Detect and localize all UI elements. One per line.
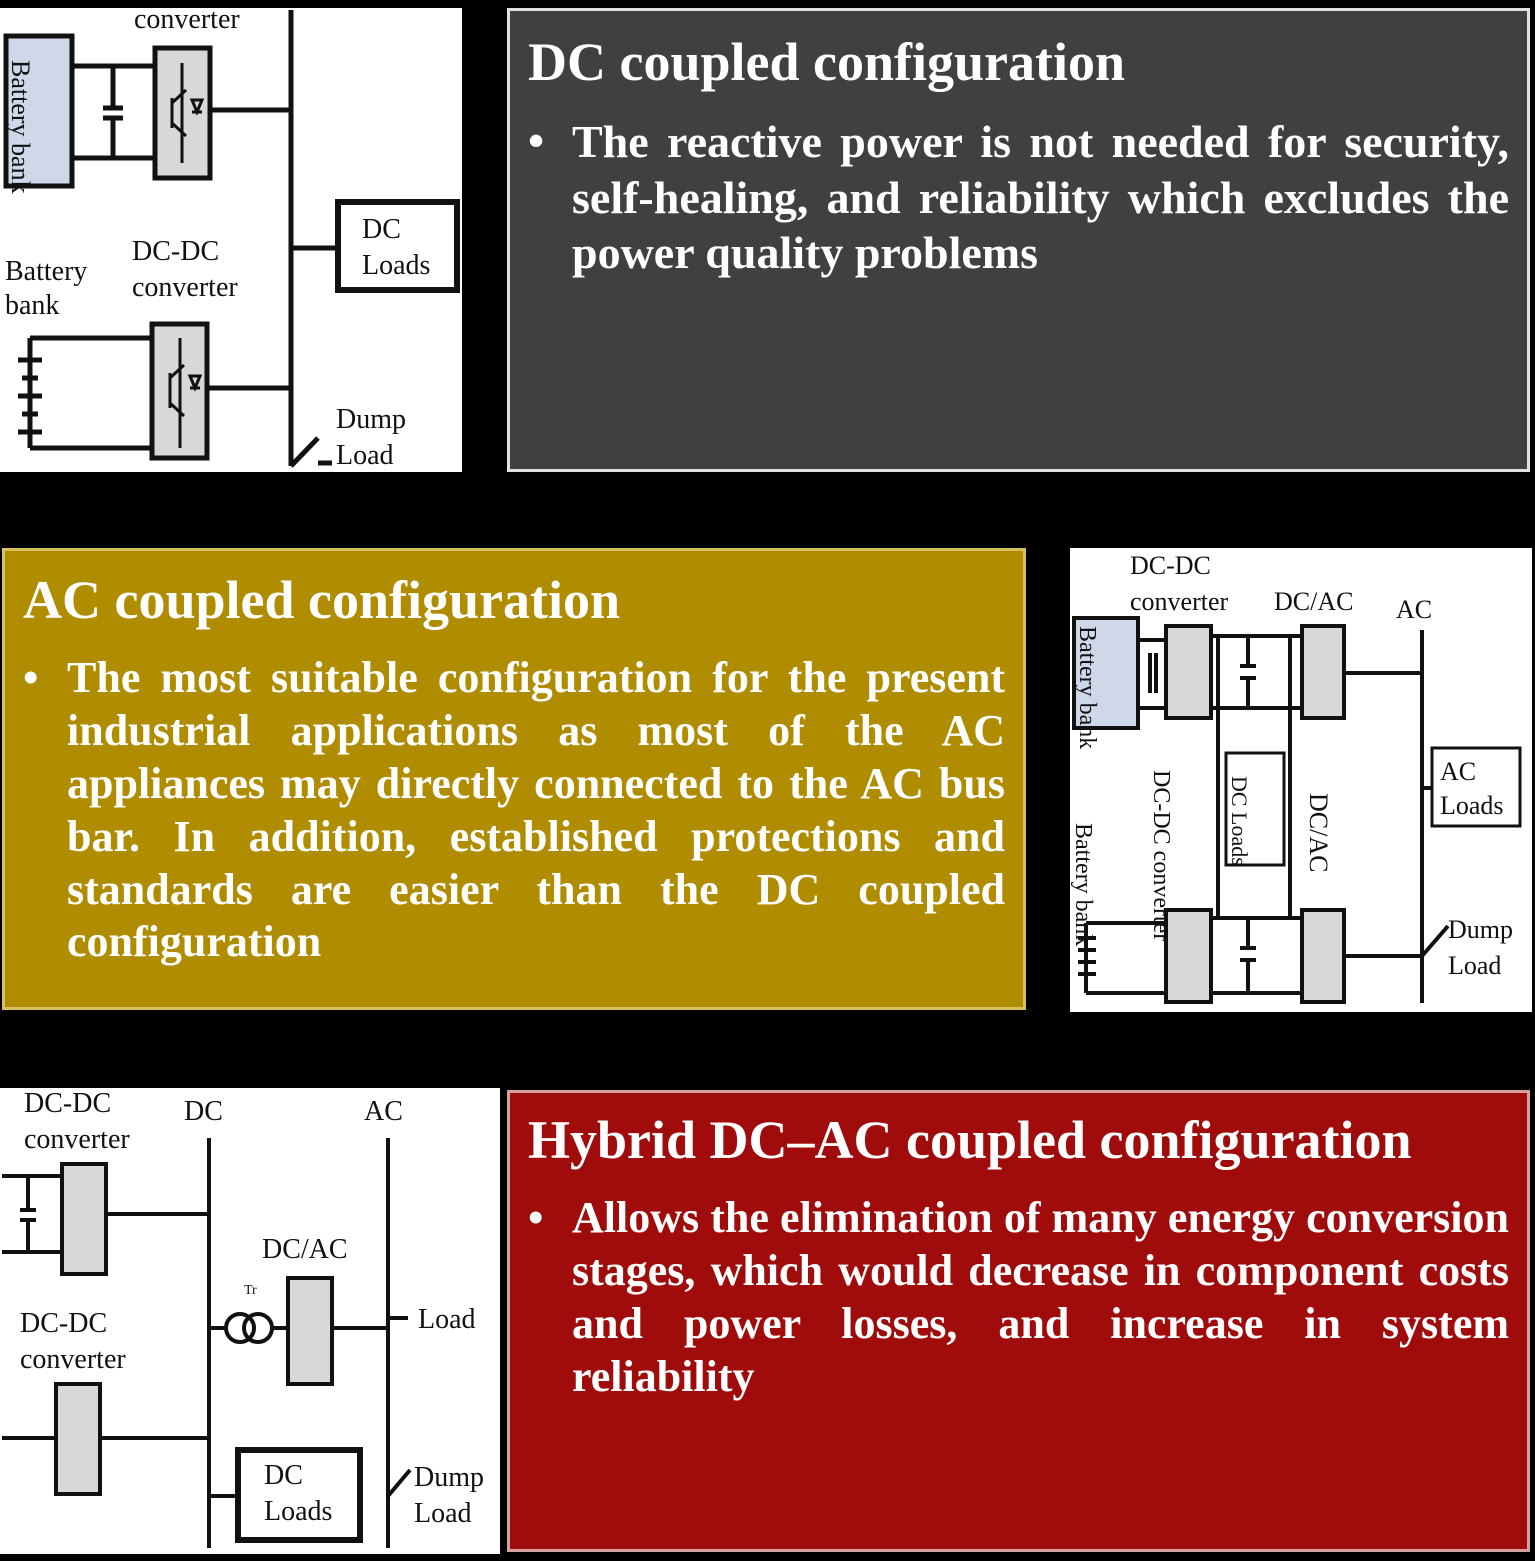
hybrid-coupled-schematic: DC-DC converter DC AC DC/AC Tr Load DC-D… — [2, 1088, 484, 1548]
dc-coupled-diagram: converter Battery bank DC Loads Battery … — [0, 8, 462, 472]
ac-coupled-bullet: • The most suitable configuration for th… — [23, 652, 1005, 969]
dc-coupled-bullet: • The reactive power is not needed for s… — [528, 114, 1509, 280]
hybrid-coupled-bullet: • Allows the elimination of many energy … — [528, 1192, 1509, 1403]
dc-dump-label-1: Dump — [336, 404, 406, 435]
hybrid-coupled-title: Hybrid DC–AC coupled configuration — [528, 1110, 1412, 1170]
dc-converter-label-1: DC-DC — [132, 236, 219, 267]
dc-loads-label-2: Loads — [362, 250, 430, 281]
hy-converter1-label-2: converter — [24, 1124, 130, 1155]
ac-top-battery-label: Battery bank — [1074, 626, 1100, 749]
hy-dc-bus-label: DC — [184, 1096, 223, 1127]
ac-converter-vert-label: DC-DC converter — [1148, 770, 1174, 941]
dc-coupled-title: DC coupled configuration — [528, 32, 1126, 92]
dc-dump-label-2: Load — [336, 440, 394, 471]
ac-dcac-vert-label: DC/AC — [1304, 793, 1333, 872]
dc-coupled-schematic: converter Battery bank DC Loads Battery … — [3, 8, 460, 471]
ac-coupled-title: AC coupled configuration — [23, 570, 621, 630]
hybrid-coupled-bullet-text: Allows the elimination of many energy co… — [572, 1193, 1509, 1401]
hy-converter2-label-1: DC-DC — [20, 1308, 107, 1339]
hy-dc-loads-label-1: DC — [264, 1460, 303, 1491]
dc-coupled-bullet-text: The reactive power is not needed for sec… — [572, 116, 1509, 278]
bullet-icon: • — [528, 115, 545, 167]
dc-top-battery-label: Battery bank — [6, 60, 35, 194]
ac-loads-label-1: AC — [1440, 757, 1476, 786]
ac-loads-label-2: Loads — [1440, 791, 1504, 820]
ac-converter-label-2: converter — [1130, 587, 1229, 616]
dc-converter-label-2: converter — [132, 272, 238, 303]
hy-dcac-label: DC/AC — [262, 1234, 348, 1265]
dc-loads-label-1: DC — [362, 214, 401, 245]
ac-coupled-diagram: DC-DC converter DC/AC AC Battery bank DC… — [1070, 548, 1532, 1012]
hy-converter2-label-2: converter — [20, 1344, 126, 1375]
ac-dcac-top-label: DC/AC — [1274, 587, 1353, 616]
ac-dump-label-1: Dump — [1448, 915, 1513, 944]
bullet-icon: • — [528, 1193, 544, 1243]
hybrid-coupled-diagram: DC-DC converter DC AC DC/AC Tr Load DC-D… — [0, 1088, 500, 1554]
hybrid-coupled-box: Hybrid DC–AC coupled configuration • All… — [507, 1090, 1530, 1552]
ac-bus-label: AC — [1396, 595, 1432, 624]
bullet-icon: • — [23, 653, 39, 703]
hy-tr-label: Tr — [244, 1283, 257, 1298]
ac-coupled-bullet-text: The most suitable configuration for the … — [67, 653, 1005, 967]
ac-coupled-box: AC coupled configuration • The most suit… — [2, 548, 1026, 1010]
ac-converter-label-1: DC-DC — [1130, 551, 1211, 580]
ac-dump-label-2: Load — [1448, 951, 1501, 980]
dc-battery-label-1: Battery — [5, 256, 87, 287]
hy-dump-label-2: Load — [414, 1498, 472, 1529]
ac-dc-loads-label: DC Loads — [1227, 776, 1252, 866]
dc-battery-label-2: bank — [5, 290, 59, 321]
dc-coupled-box: DC coupled configuration • The reactive … — [507, 8, 1530, 472]
hy-dc-loads-label-2: Loads — [264, 1496, 332, 1527]
ac-coupled-schematic: DC-DC converter DC/AC AC Battery bank DC… — [1070, 551, 1522, 1004]
hy-load-label: Load — [418, 1304, 476, 1335]
hy-converter1-label-1: DC-DC — [24, 1088, 111, 1119]
ac-battery-vert-label: Battery bank — [1070, 823, 1096, 946]
hy-ac-bus-label: AC — [364, 1096, 403, 1127]
hy-dump-label-1: Dump — [414, 1462, 484, 1493]
dc-top-converter-label: converter — [134, 8, 240, 35]
